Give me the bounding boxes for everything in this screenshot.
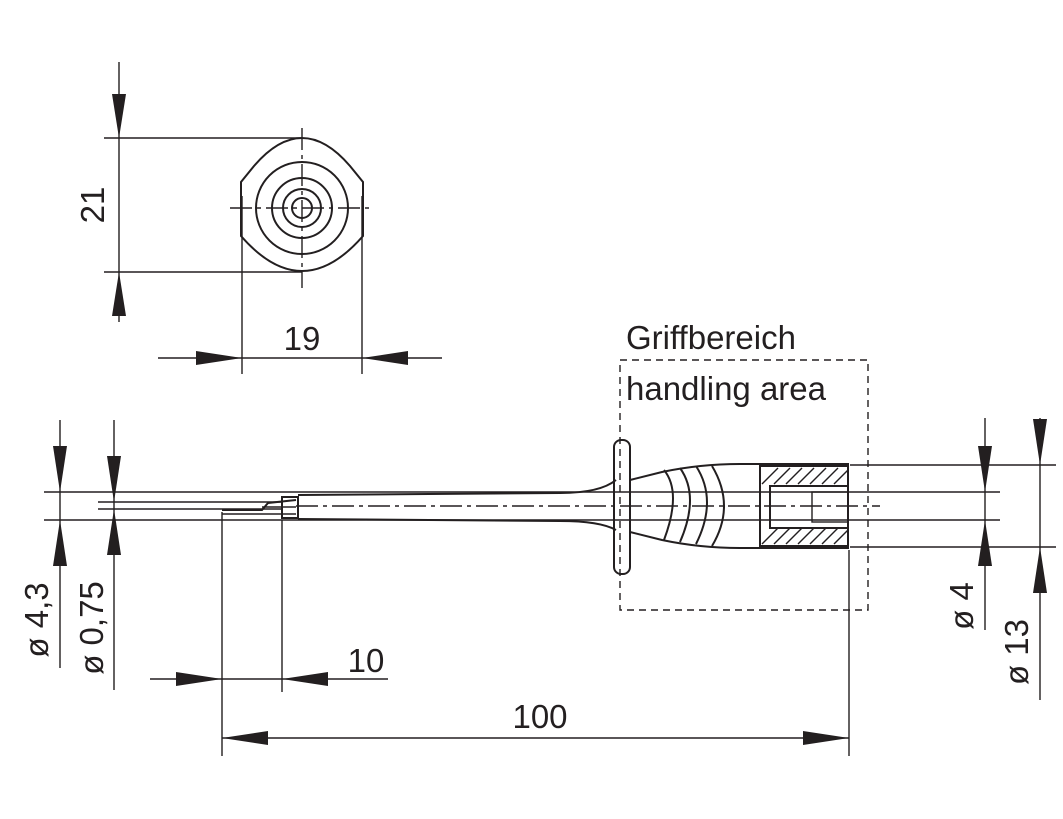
height-dimension-label: 21	[74, 187, 111, 224]
dim-13-arrow-up	[1033, 547, 1047, 593]
grip-label-de: Griffbereich	[626, 319, 796, 356]
dim-13-arrow-down	[1033, 419, 1047, 465]
dim-100-arrow-left	[222, 731, 268, 745]
total-length-label: 100	[512, 698, 567, 735]
dim-075-arrow-up	[107, 509, 121, 555]
top-arrow-down	[112, 94, 126, 138]
width-dimension-label: 19	[284, 320, 321, 357]
dia-body-label: ø 13	[998, 619, 1035, 685]
top-arrow-right	[196, 351, 242, 365]
dim-43-arrow-down	[53, 446, 67, 492]
grip-label-en: handling area	[626, 370, 827, 407]
grip-rib-1	[663, 469, 674, 541]
finger-guard	[613, 439, 631, 575]
top-view-outline	[240, 137, 364, 272]
top-view: 21 19	[74, 62, 442, 374]
handling-area-box	[619, 359, 869, 611]
probe-shaft	[297, 479, 617, 531]
dim-100-arrow-right	[803, 731, 849, 745]
needle-collar	[281, 496, 299, 519]
socket-bore-inner	[811, 491, 849, 523]
top-arrow-up	[112, 272, 126, 316]
tip-length-label: 10	[348, 642, 385, 679]
grip-rib-2	[679, 467, 691, 543]
top-arrow-left	[362, 351, 408, 365]
dia-bore-label: ø 4	[943, 582, 980, 630]
grip-rib-4	[711, 465, 725, 547]
dia-tip-label: ø 0,75	[73, 581, 110, 675]
dim-4-arrow-up	[978, 520, 992, 566]
socket-hatching	[761, 467, 849, 545]
dim-075-arrow-down	[107, 456, 121, 502]
dim-10-arrow-right	[176, 672, 222, 686]
grip-rib-3	[695, 465, 708, 545]
dim-43-arrow-up	[53, 520, 67, 566]
dim-10-arrow-left	[282, 672, 328, 686]
dia-outer-left-label: ø 4,3	[18, 582, 55, 657]
dim-4-arrow-down	[978, 446, 992, 492]
side-view: Griffbereich handling area	[18, 319, 1056, 756]
